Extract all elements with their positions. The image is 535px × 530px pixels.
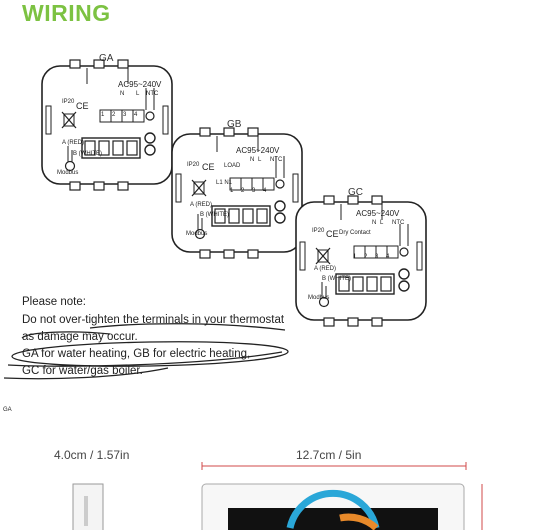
unit-label-gb: GB (227, 119, 242, 130)
note-line-2: as damage may occur. (22, 331, 138, 343)
term-gb-2: 2 (241, 188, 245, 194)
term-ga-1: 1 (101, 112, 105, 118)
term-gb-4: 4 (263, 188, 267, 194)
sub2-gb: L1 N1 (216, 180, 233, 186)
note-line-3: GA for water heating, GB for electric he… (22, 348, 251, 360)
modbus-gb: Modbus (186, 231, 208, 237)
bwhite-gc: B (WHITE) (322, 276, 351, 282)
l-gc: L (380, 220, 384, 226)
unit-label-gc: GC (348, 187, 363, 198)
ce-gc: CE (326, 229, 339, 239)
term-ga-3: 3 (123, 112, 127, 118)
n-gc: N (372, 220, 377, 226)
l-ga: L (136, 91, 140, 97)
note-heading: Please note: (22, 296, 86, 308)
note-line-1: Do not over-tighten the terminals in you… (22, 314, 285, 326)
sub1-gc: Dry Contact (339, 230, 371, 236)
ip-gc: IP20 (312, 228, 325, 234)
term-gc-2: 2 (364, 254, 368, 260)
term-gb-3: 3 (252, 188, 256, 194)
n-gb: N (250, 157, 255, 163)
ip-gb: IP20 (187, 162, 200, 168)
ce-ga: CE (76, 101, 89, 111)
modbus-gc: Modbus (308, 295, 330, 301)
dimension-width: 12.7cm / 5in (296, 448, 362, 462)
dimension-depth: 4.0cm / 1.57in (54, 448, 130, 462)
bwhite-gb: B (WHITE) (200, 212, 229, 218)
bwhite-ga: B (WHITE) (73, 151, 102, 157)
page-title: WIRING (22, 0, 111, 26)
ared-gb: A (RED) (190, 202, 213, 208)
voltage-ga: AC95~240V (118, 80, 162, 89)
ip-ga: IP20 (62, 99, 75, 105)
ntc-ga: NTC (146, 91, 159, 97)
term-gc-4: 4 (386, 254, 390, 260)
term-gb-1: 1 (230, 188, 234, 194)
sub1-gb: LOAD (224, 163, 241, 169)
voltage-gb: AC95~240V (236, 146, 280, 155)
ce-gb: CE (202, 162, 215, 172)
small-caption: GA (3, 407, 12, 413)
ared-ga: A (RED) (62, 140, 85, 146)
term-gc-1: 1 (353, 254, 357, 260)
modbus-ga: Modbus (57, 170, 79, 176)
unit-label-ga: GA (99, 53, 114, 64)
term-ga-2: 2 (112, 112, 116, 118)
ared-gc: A (RED) (314, 266, 337, 272)
term-gc-3: 3 (375, 254, 379, 260)
ntc-gb: NTC (270, 157, 283, 163)
ntc-gc: NTC (392, 220, 405, 226)
voltage-gc: AC95~240V (356, 209, 400, 218)
n-ga: N (120, 91, 125, 97)
note-line-4: GC for water/gas boiler. (22, 365, 143, 377)
l-gb: L (258, 157, 262, 163)
term-ga-4: 4 (134, 112, 138, 118)
